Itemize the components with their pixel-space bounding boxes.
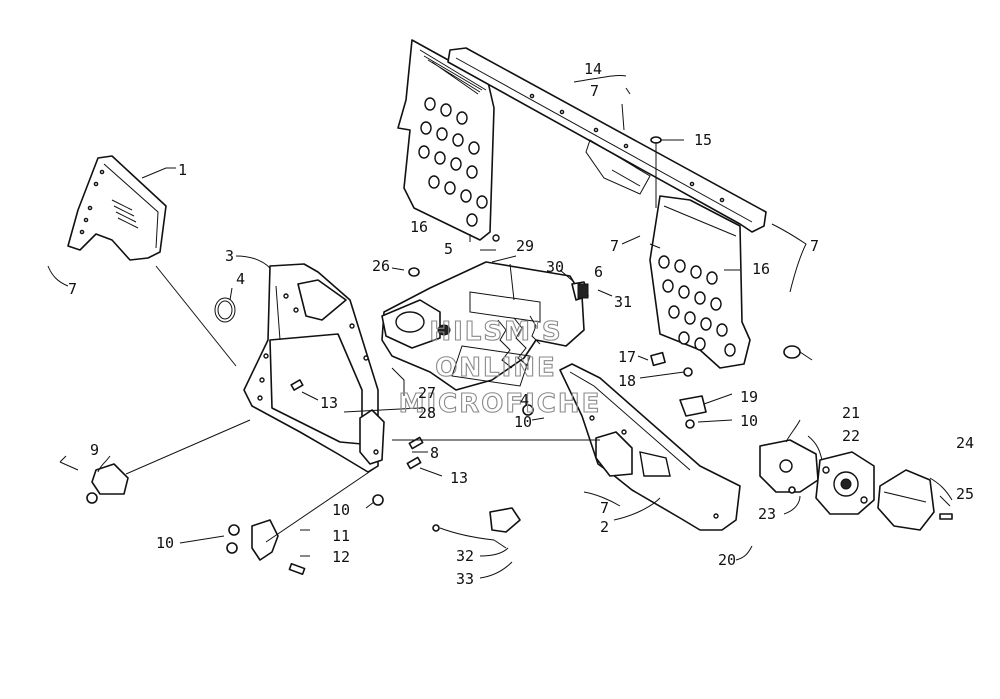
callout-30: 30 [546, 258, 564, 276]
part-13-bolt-upper [290, 379, 304, 391]
callout-3: 3 [225, 247, 234, 265]
watermark-line-3: MICROFICHE [399, 389, 602, 419]
part-8-bolt [408, 436, 424, 450]
callout-31: 31 [614, 293, 632, 311]
callout-14: 14 [584, 60, 602, 78]
leader-lines [47, 75, 953, 579]
watermark-line-1: HILSM'S [429, 317, 562, 347]
part-10-nut-b [226, 542, 238, 554]
callout-32: 32 [456, 547, 474, 565]
callout-15: 15 [694, 131, 712, 149]
callout-6: 6 [594, 263, 603, 281]
part-16-left-mesh-plate [397, 39, 500, 242]
part-25-screw [939, 513, 953, 520]
callout-29: 29 [516, 237, 534, 255]
callout-19: 19 [740, 388, 758, 406]
callout-26: 26 [372, 257, 390, 275]
callout-13-lower: 13 [450, 469, 468, 487]
part-10-nut-right [685, 419, 695, 429]
right-bushing [783, 345, 801, 359]
callout-28: 28 [418, 404, 436, 422]
part-26-cap [408, 267, 420, 277]
callout-11: 11 [332, 527, 350, 545]
part-6-block [577, 283, 589, 299]
callout-22: 22 [842, 427, 860, 445]
callout-4-center: 4 [520, 391, 529, 409]
callout-24: 24 [956, 434, 974, 452]
part-24-cover [877, 469, 935, 531]
part-10-nut-mid [522, 404, 534, 416]
part-32-sensor [489, 507, 521, 533]
left-plate-holes [418, 97, 488, 227]
part-1-shield-plate [67, 155, 167, 261]
callout-2: 2 [600, 518, 609, 536]
callout-7-lower: 7 [600, 499, 609, 517]
part-11-plate [251, 519, 279, 561]
callout-7-top: 7 [590, 82, 599, 100]
part-23-washer [788, 486, 796, 494]
callout-21: 21 [842, 404, 860, 422]
part-4-snap-ring [214, 297, 236, 323]
callout-23: 23 [758, 505, 776, 523]
callout-5: 5 [444, 240, 453, 258]
part-9-bracket [91, 463, 129, 495]
part-21-mount [759, 439, 819, 493]
callout-9: 9 [90, 441, 99, 459]
callout-7-left: 7 [68, 280, 77, 298]
callout-7-mid: 7 [610, 237, 619, 255]
callout-16-left: 16 [410, 218, 428, 236]
fasteners [59, 136, 953, 576]
part-12-bolt [288, 562, 306, 576]
callout-labels: 1 2 3 4 4 5 6 7 7 7 7 7 8 9 10 10 10 10 … [68, 60, 974, 588]
callout-17: 17 [618, 348, 636, 366]
center-bracket-assembly [381, 261, 589, 396]
callout-10-center: 10 [332, 501, 350, 519]
left-bolt [59, 455, 79, 471]
part-10-nut-center [372, 494, 384, 506]
watermark: HILSM'S ONLINE MICROFICHE [398, 316, 602, 419]
part-22-drive [815, 451, 875, 515]
callout-4-left: 4 [236, 270, 245, 288]
callout-12: 12 [332, 548, 350, 566]
part-18-washer [683, 367, 693, 377]
callout-18: 18 [618, 372, 636, 390]
callout-33: 33 [456, 570, 474, 588]
part-13-bolt-lower [406, 456, 422, 470]
part-3-left-bulkhead [243, 263, 385, 473]
part-19-clip [679, 395, 707, 417]
part-17-nut [650, 351, 666, 367]
callout-8: 8 [430, 444, 439, 462]
callout-27: 27 [418, 384, 436, 402]
callout-25: 25 [956, 485, 974, 503]
part-10-nut-left [86, 492, 98, 504]
callout-1: 1 [178, 161, 187, 179]
part-32-cable [439, 527, 507, 549]
part-10-nut-a [228, 524, 240, 536]
part-16-right-mesh-plate [649, 195, 751, 369]
callout-10-left: 10 [156, 534, 174, 552]
callout-10-mid: 10 [514, 413, 532, 431]
part-14-rail [447, 47, 767, 233]
callout-13-upper: 13 [320, 394, 338, 412]
part-2-right-channel [559, 363, 741, 531]
callout-7-right: 7 [810, 237, 819, 255]
watermark-line-2: ONLINE [435, 353, 557, 383]
callout-10-right: 10 [740, 412, 758, 430]
right-plate-holes [658, 255, 736, 357]
callout-20: 20 [718, 551, 736, 569]
callout-16-right: 16 [752, 260, 770, 278]
